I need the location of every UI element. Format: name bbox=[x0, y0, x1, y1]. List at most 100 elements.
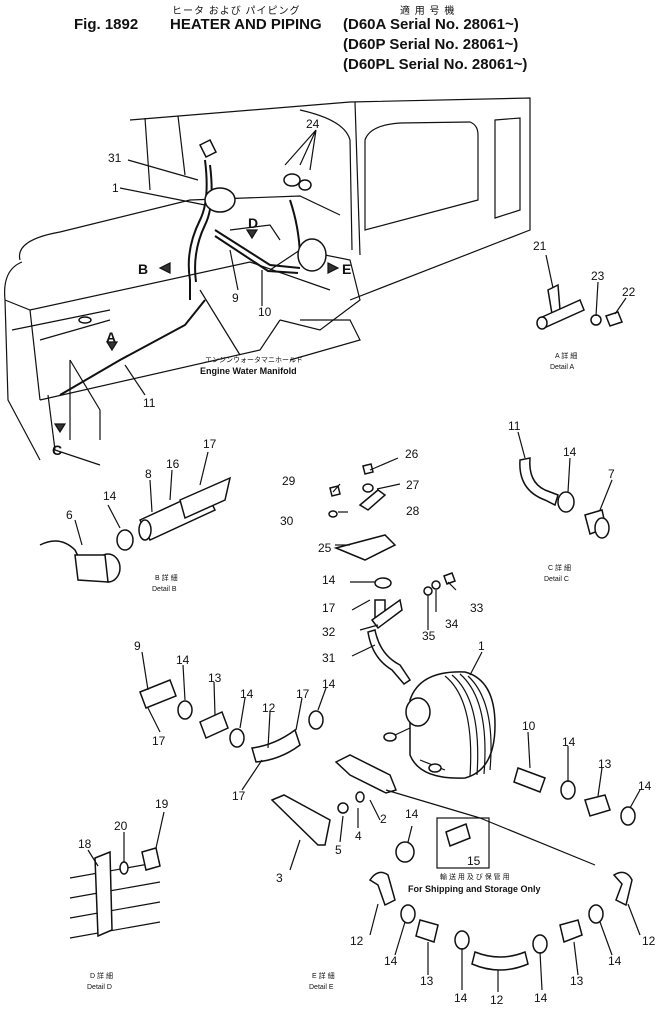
shipping-box bbox=[436, 817, 490, 869]
callout-25: 25 bbox=[318, 541, 332, 555]
callout-5: 5 bbox=[335, 843, 342, 857]
view-letter-a: A bbox=[106, 329, 116, 345]
callout-11: 11 bbox=[143, 396, 156, 410]
callout-19: 19 bbox=[155, 797, 169, 811]
callout-20: 20 bbox=[114, 819, 128, 833]
callout-32: 32 bbox=[322, 625, 336, 639]
view-letter-e: E bbox=[342, 261, 351, 277]
callout-31-top: 31 bbox=[322, 651, 336, 665]
shipping-label-en: For Shipping and Storage Only bbox=[408, 884, 541, 894]
bracket-parts: 2 4 5 3 bbox=[270, 754, 398, 885]
detail-b: 14 8 16 17 6 B 詳 細 Detail B bbox=[39, 437, 232, 593]
callout-35: 35 bbox=[422, 629, 436, 643]
japanese-title: ヒータ および パイピング bbox=[172, 6, 301, 17]
callout-24: 24 bbox=[306, 117, 320, 131]
callout-14-right-a: 14 bbox=[562, 735, 576, 749]
callout-14-chain-b: 14 bbox=[240, 687, 254, 701]
callout-27: 27 bbox=[406, 478, 420, 492]
callout-12-e-a: 12 bbox=[350, 934, 364, 948]
callout-14-c: 14 bbox=[563, 445, 577, 459]
callout-10-right: 10 bbox=[522, 719, 536, 733]
callout-22: 22 bbox=[622, 285, 636, 299]
callout-28: 28 bbox=[406, 504, 420, 518]
callout-11-c: 11 bbox=[508, 419, 521, 433]
callout-12-e-b: 12 bbox=[490, 993, 504, 1007]
detail-c: 11 14 7 C 詳 細 Detail C bbox=[508, 419, 615, 583]
view-letter-d: D bbox=[248, 215, 258, 231]
detail-e: 12 14 13 14 12 14 13 14 12 E 詳 細 Detail … bbox=[309, 871, 656, 1007]
callout-17-b: 17 bbox=[203, 437, 217, 451]
detail-c-jp: C 詳 細 bbox=[548, 563, 571, 572]
callout-12-e-c: 12 bbox=[642, 934, 656, 948]
callout-8: 8 bbox=[145, 467, 152, 481]
view-letter-b: B bbox=[138, 261, 148, 277]
callout-14-e-d: 14 bbox=[608, 954, 622, 968]
callout-17-top: 17 bbox=[322, 601, 336, 615]
callout-14-top: 14 bbox=[322, 573, 336, 587]
detail-a: 21 23 22 A 詳 細 Detail A bbox=[533, 239, 636, 371]
detail-a-caption: Detail A bbox=[550, 364, 574, 371]
callout-1-heater: 1 bbox=[478, 639, 485, 653]
shipping-box-group: 14 15 輸 送 用 及 び 保 管 用 For Shipping and S… bbox=[385, 789, 596, 894]
applicability-label: 適 用 号 機 bbox=[400, 6, 456, 17]
callout-23: 23 bbox=[591, 269, 605, 283]
callout-9-chain: 9 bbox=[134, 639, 141, 653]
callout-30: 30 bbox=[280, 514, 294, 528]
figure-title: HEATER AND PIPING bbox=[170, 16, 322, 33]
callout-17-chain-a: 17 bbox=[152, 734, 166, 748]
callout-4: 4 bbox=[355, 829, 362, 843]
right-pipe-chain: 10 14 13 14 bbox=[513, 719, 652, 826]
callout-13-e-a: 13 bbox=[420, 974, 434, 988]
callout-21: 21 bbox=[533, 239, 547, 253]
manifold-label-jp: エンジンウォータマニホールド bbox=[205, 355, 303, 364]
detail-d-jp: D 詳 細 bbox=[90, 971, 113, 980]
manifold-label-en: Engine Water Manifold bbox=[200, 366, 297, 376]
callout-14-chain-a: 14 bbox=[176, 653, 190, 667]
callout-14-chain-c: 14 bbox=[322, 677, 336, 691]
callout-6: 6 bbox=[66, 508, 73, 522]
figure-number: Fig. 1892 bbox=[74, 16, 139, 33]
callout-34: 34 bbox=[445, 617, 459, 631]
callout-14-e-c: 14 bbox=[534, 991, 548, 1005]
callout-14-right-b: 14 bbox=[638, 779, 652, 793]
callout-14-e-b: 14 bbox=[454, 991, 468, 1005]
callout-26: 26 bbox=[405, 447, 419, 461]
detail-e-caption: Detail E bbox=[309, 984, 334, 991]
serial-line-d60p: (D60P Serial No. 28061~) bbox=[343, 36, 519, 53]
callout-7: 7 bbox=[608, 467, 615, 481]
callout-1: 1 bbox=[112, 181, 119, 195]
serial-line-d60pl: (D60PL Serial No. 28061~) bbox=[343, 56, 528, 73]
callout-2: 2 bbox=[380, 812, 387, 826]
callout-16: 16 bbox=[166, 457, 180, 471]
detail-d: 18 20 19 D 詳 細 Detail D bbox=[69, 797, 169, 991]
serial-line-d60a: (D60A Serial No. 28061~) bbox=[343, 16, 519, 33]
callout-18: 18 bbox=[78, 837, 92, 851]
callout-31: 31 bbox=[108, 151, 122, 165]
callout-13-right: 13 bbox=[598, 757, 612, 771]
callout-13-e-b: 13 bbox=[570, 974, 584, 988]
heater-assembly: 26 29 27 28 30 25 14 17 33 34 32 35 31 1 bbox=[280, 447, 496, 779]
callout-17-chain-b: 17 bbox=[296, 687, 310, 701]
view-letter-c: C bbox=[52, 442, 62, 458]
detail-d-caption: Detail D bbox=[87, 984, 112, 991]
callout-9: 9 bbox=[232, 291, 239, 305]
callout-15: 15 bbox=[467, 854, 481, 868]
tractor-main-view: B E D A C 24 31 1 9 10 11 エンジンウォータマニホールド… bbox=[4, 97, 531, 466]
detail-c-caption: Detail C bbox=[544, 576, 569, 583]
detail-a-jp: A 詳 細 bbox=[555, 351, 577, 360]
callout-14-shipping: 14 bbox=[405, 807, 419, 821]
callout-3: 3 bbox=[276, 871, 283, 885]
callout-29: 29 bbox=[282, 474, 296, 488]
detail-b-caption: Detail B bbox=[152, 586, 177, 593]
callout-13-chain: 13 bbox=[208, 671, 222, 685]
detail-e-jp: E 詳 細 bbox=[312, 971, 335, 980]
shipping-label-jp: 輸 送 用 及 び 保 管 用 bbox=[440, 872, 510, 881]
callout-14-e-a: 14 bbox=[384, 954, 398, 968]
callout-14-b: 14 bbox=[103, 489, 117, 503]
callout-33: 33 bbox=[470, 601, 484, 615]
left-pipe-chain: 9 14 13 14 12 17 14 17 17 bbox=[134, 639, 336, 803]
callout-17-chain-c: 17 bbox=[232, 789, 246, 803]
detail-b-jp: B 詳 細 bbox=[155, 573, 178, 582]
callout-10: 10 bbox=[258, 305, 272, 319]
